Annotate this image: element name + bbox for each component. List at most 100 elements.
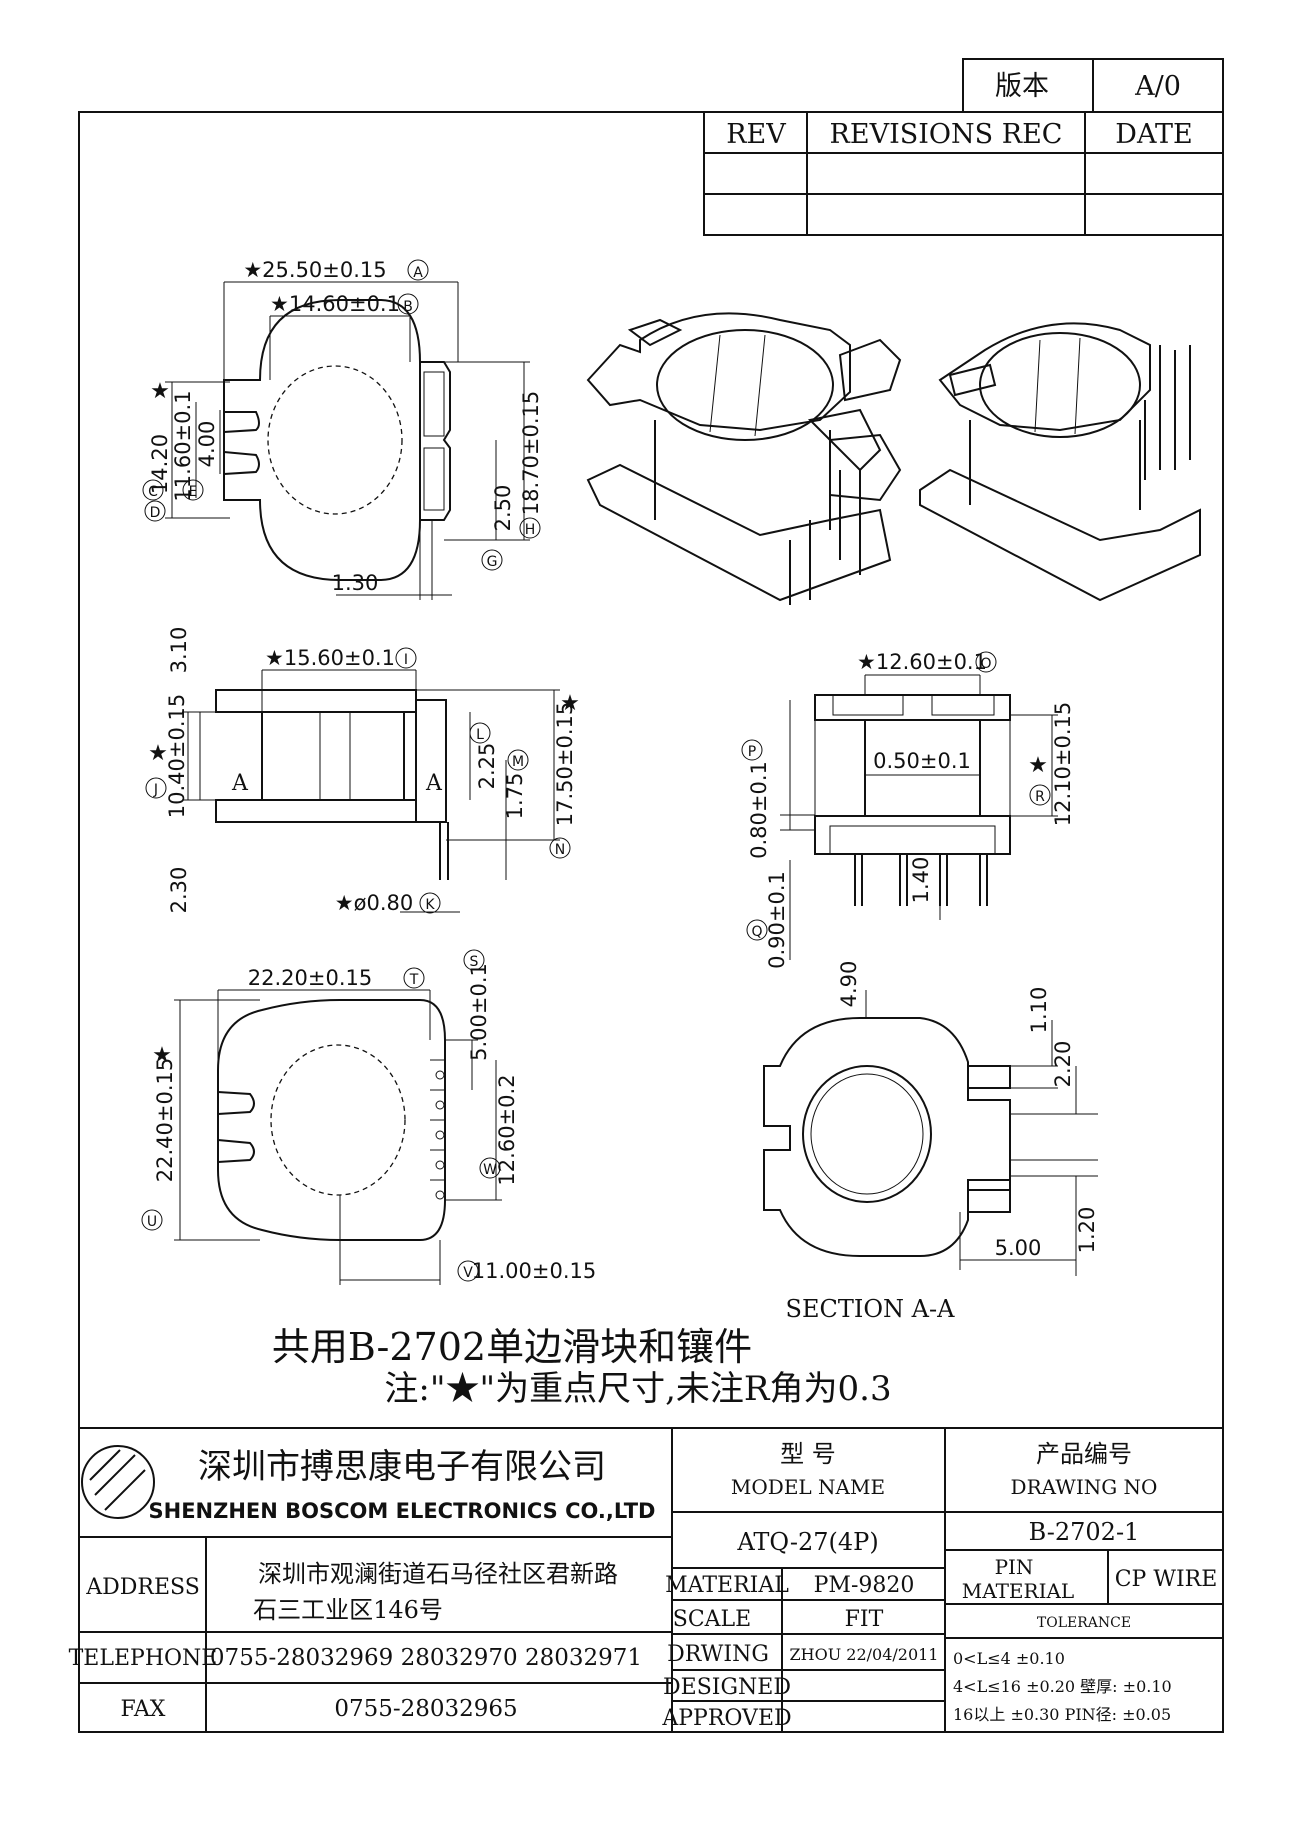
fax-value: 0755-28032965: [334, 1696, 517, 1722]
address-line-1: 深圳市观澜街道石马径社区君新路: [258, 1560, 618, 1588]
dim-t-tag: T: [409, 972, 419, 988]
designed-label: DESIGNED: [663, 1675, 791, 1700]
dim-d-tag: D: [150, 505, 161, 521]
section-bore-inner: [810, 1073, 924, 1195]
section-view: 4.90 1.10 2.20 5.00 1.20 SECTION A-A: [763, 961, 1099, 1323]
tolerance-line-2: 4<L≤16 ±0.20 壁厚: ±0.10: [953, 1677, 1172, 1696]
fax-label: FAX: [121, 1697, 166, 1722]
dim-r-star: ★: [1028, 753, 1048, 778]
pin-label-2: MATERIAL: [962, 1579, 1074, 1603]
bottom-core-dashed: [270, 1044, 406, 1196]
model-label-en: MODEL NAME: [731, 1475, 885, 1499]
dim-n-star: ★: [560, 691, 580, 716]
drwing-value: ZHOU 22/04/2011: [790, 1645, 939, 1664]
drawing-value: B-2702-1: [1029, 1518, 1140, 1546]
dim-o-tag: O: [980, 656, 991, 672]
tolerance-label: TOLERANCE: [1037, 1615, 1131, 1631]
scale-label: SCALE: [673, 1607, 751, 1632]
dim-g-tag: G: [487, 554, 498, 570]
telephone-label: TELEPHONE: [69, 1646, 218, 1671]
dim-r-tag: R: [1035, 789, 1045, 805]
dim-u-tag: U: [147, 1214, 157, 1230]
top-view: ★25.50±0.15 A ★14.60±0.1 B 14.20 C 11.60…: [142, 258, 543, 600]
title-block: 深圳市搏思康电子有限公司 SHENZHEN BOSCOM ELECTRONICS…: [69, 1427, 1223, 1732]
dim-q: 0.90±0.1: [765, 871, 789, 969]
dim-l-tag: L: [476, 727, 484, 743]
dim-w: 12.60±0.2: [495, 1074, 519, 1185]
dim-2-20: 2.20: [1051, 1041, 1075, 1088]
dim-m-tag: M: [512, 754, 524, 770]
scale-value: FIT: [845, 1607, 884, 1632]
dim-n: 17.50±0.15: [553, 702, 577, 826]
isometric-view-2: [919, 322, 1201, 602]
dim-b: ★14.60±0.1: [270, 292, 400, 316]
telephone-value: 0755-28032969 28032970 28032971: [210, 1645, 642, 1671]
dim-2-30: 2.30: [167, 867, 191, 914]
section-bore-outer: [802, 1065, 932, 1203]
dim-j-star: ★: [148, 741, 168, 766]
material-value: PM-9820: [814, 1573, 915, 1598]
dim-j: 10.40±0.15: [165, 694, 189, 818]
company-name-en: SHENZHEN BOSCOM ELECTRONICS CO.,LTD: [149, 1499, 656, 1523]
dim-s: 5.00±0.1: [467, 963, 491, 1061]
drwing-label: DRWING: [667, 1642, 769, 1667]
rev-header: REV: [726, 119, 786, 150]
model-label-cn: 型 号: [780, 1440, 836, 1468]
top-flange-hole-2: [979, 332, 1141, 438]
dim-t: 22.20±0.15: [248, 966, 372, 990]
isometric-view-1: [586, 312, 902, 605]
drawing-label-cn: 产品编号: [1036, 1440, 1132, 1468]
dim-d: 11.60±0.1: [171, 390, 195, 501]
dim-slot: 0.50±0.1: [873, 749, 971, 773]
dim-p: 0.80±0.1: [747, 761, 771, 859]
dim-j-tag: J: [153, 782, 158, 798]
company-logo-icon: [81, 1445, 155, 1519]
dim-u: 22.40±0.15: [153, 1058, 177, 1182]
revisions-header: REVISIONS REC: [830, 119, 1063, 150]
section-caption: SECTION A-A: [786, 1295, 956, 1323]
dim-v-tag: V: [463, 1265, 473, 1281]
section-mark-left: A: [231, 771, 249, 796]
approved-label: APPROVED: [661, 1706, 791, 1731]
dim-u-star: ★: [152, 1043, 172, 1068]
core-hole-dashed: [267, 365, 403, 515]
dim-p-tag: P: [748, 744, 756, 760]
dim-l: 2.25: [475, 743, 499, 790]
dim-r: 12.10±0.15: [1051, 702, 1075, 826]
revision-table: 版本 A/0 REV REVISIONS REC DATE: [703, 58, 1224, 236]
dim-1-20: 1.20: [1075, 1207, 1099, 1254]
dim-4-90: 4.90: [837, 961, 861, 1008]
dim-e: 4.00: [195, 421, 219, 468]
dim-c-tag: C: [148, 484, 158, 500]
dim-a: ★25.50±0.15: [243, 258, 386, 282]
side-view: ★15.60±0.1 I 3.10 10.40±0.15 J ★ A A 2.2…: [145, 627, 580, 915]
address-line-2: 石三工业区146号: [253, 1596, 443, 1624]
dim-h: 18.70±0.15: [519, 391, 543, 515]
dim-m: 1.75: [503, 773, 527, 820]
dim-o: ★12.60±0.1: [857, 650, 987, 674]
dim-pin: 1.40: [909, 857, 933, 904]
dim-5-00: 5.00: [995, 1236, 1042, 1260]
version-label: 版本: [995, 71, 1049, 102]
date-header: DATE: [1115, 119, 1192, 150]
dim-1-30: 1.30: [332, 571, 379, 595]
dim-c: 14.20: [148, 434, 172, 494]
dim-i-tag: I: [404, 652, 408, 668]
dim-1-10: 1.10: [1027, 987, 1051, 1034]
pin-label-1: PIN: [995, 1555, 1034, 1579]
tolerance-line-1: 0<L≤4 ±0.10: [953, 1649, 1065, 1668]
dim-e-tag: E: [189, 484, 198, 500]
note-line-2: 注:"★"为重点尺寸,未注R角为0.3: [384, 1369, 891, 1409]
dim-k-tag: K: [425, 897, 435, 913]
dim-v: 11.00±0.15: [472, 1259, 596, 1283]
dim-n-tag: N: [555, 842, 565, 858]
bottom-view: 22.20±0.15 T 22.40±0.15 U ★ 5.00±0.1 S 1…: [141, 949, 596, 1285]
company-name-cn: 深圳市搏思康电子有限公司: [198, 1447, 606, 1487]
dim-b-tag: B: [403, 299, 413, 315]
dim-k: ★ø0.80: [335, 891, 413, 915]
dim-3-10: 3.10: [167, 627, 191, 674]
dim-a-tag: A: [413, 265, 423, 281]
dim-w-tag: W: [483, 1162, 497, 1178]
dim-g: 2.50: [491, 485, 515, 532]
